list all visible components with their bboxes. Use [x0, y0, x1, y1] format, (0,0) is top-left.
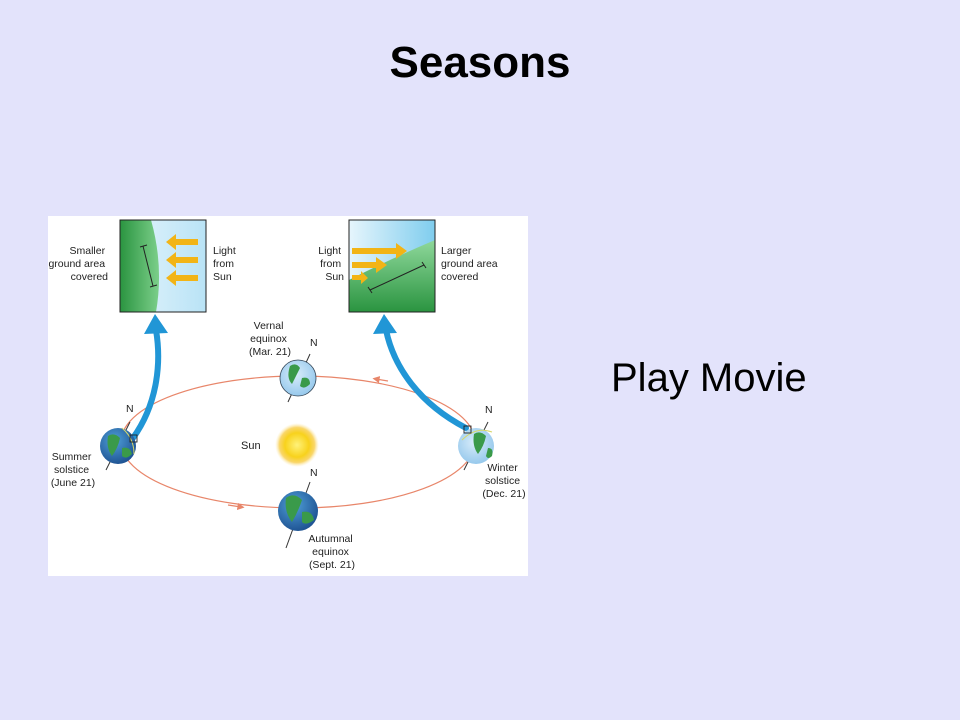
small-area-bracket [142, 245, 154, 287]
winter-label: Winter solstice (Dec. 21) [482, 462, 525, 500]
seasons-diagram: Smaller ground area covered Light from S… [48, 216, 528, 576]
right-inset [348, 219, 436, 313]
earth-vernal [279, 353, 317, 403]
summer-label: Summer solstice (June 21) [51, 451, 95, 489]
vernal-label: Vernal equinox (Mar. 21) [249, 320, 291, 358]
earth-summer [100, 421, 138, 471]
left-caption: Smaller ground area covered [48, 245, 108, 283]
left-light-label: Light from Sun [213, 245, 239, 283]
play-movie-link[interactable]: Play Movie [611, 356, 807, 400]
right-light-label: Light from Sun [318, 245, 344, 283]
north-label-summer: N [126, 403, 134, 415]
earth-winter [458, 421, 494, 471]
sun [275, 423, 319, 467]
sun-label: Sun [241, 440, 261, 452]
left-light-arrows [166, 234, 198, 286]
north-label-autumnal: N [310, 467, 318, 479]
orbit-arrow-bottom [227, 502, 245, 511]
slide-title: Seasons [389, 38, 571, 87]
autumnal-label: Autumnal equinox (Sept. 21) [308, 533, 355, 571]
orbit-arrow-top [372, 376, 389, 384]
large-area-bracket [369, 264, 425, 291]
north-label-vernal: N [310, 337, 318, 349]
left-blue-arrow [130, 314, 168, 441]
right-blue-arrow [373, 314, 469, 431]
right-caption: Larger ground area covered [441, 245, 501, 283]
north-label-winter: N [485, 404, 493, 416]
earth-autumnal [278, 481, 318, 549]
right-light-arrows [352, 243, 407, 284]
left-inset [119, 219, 207, 313]
